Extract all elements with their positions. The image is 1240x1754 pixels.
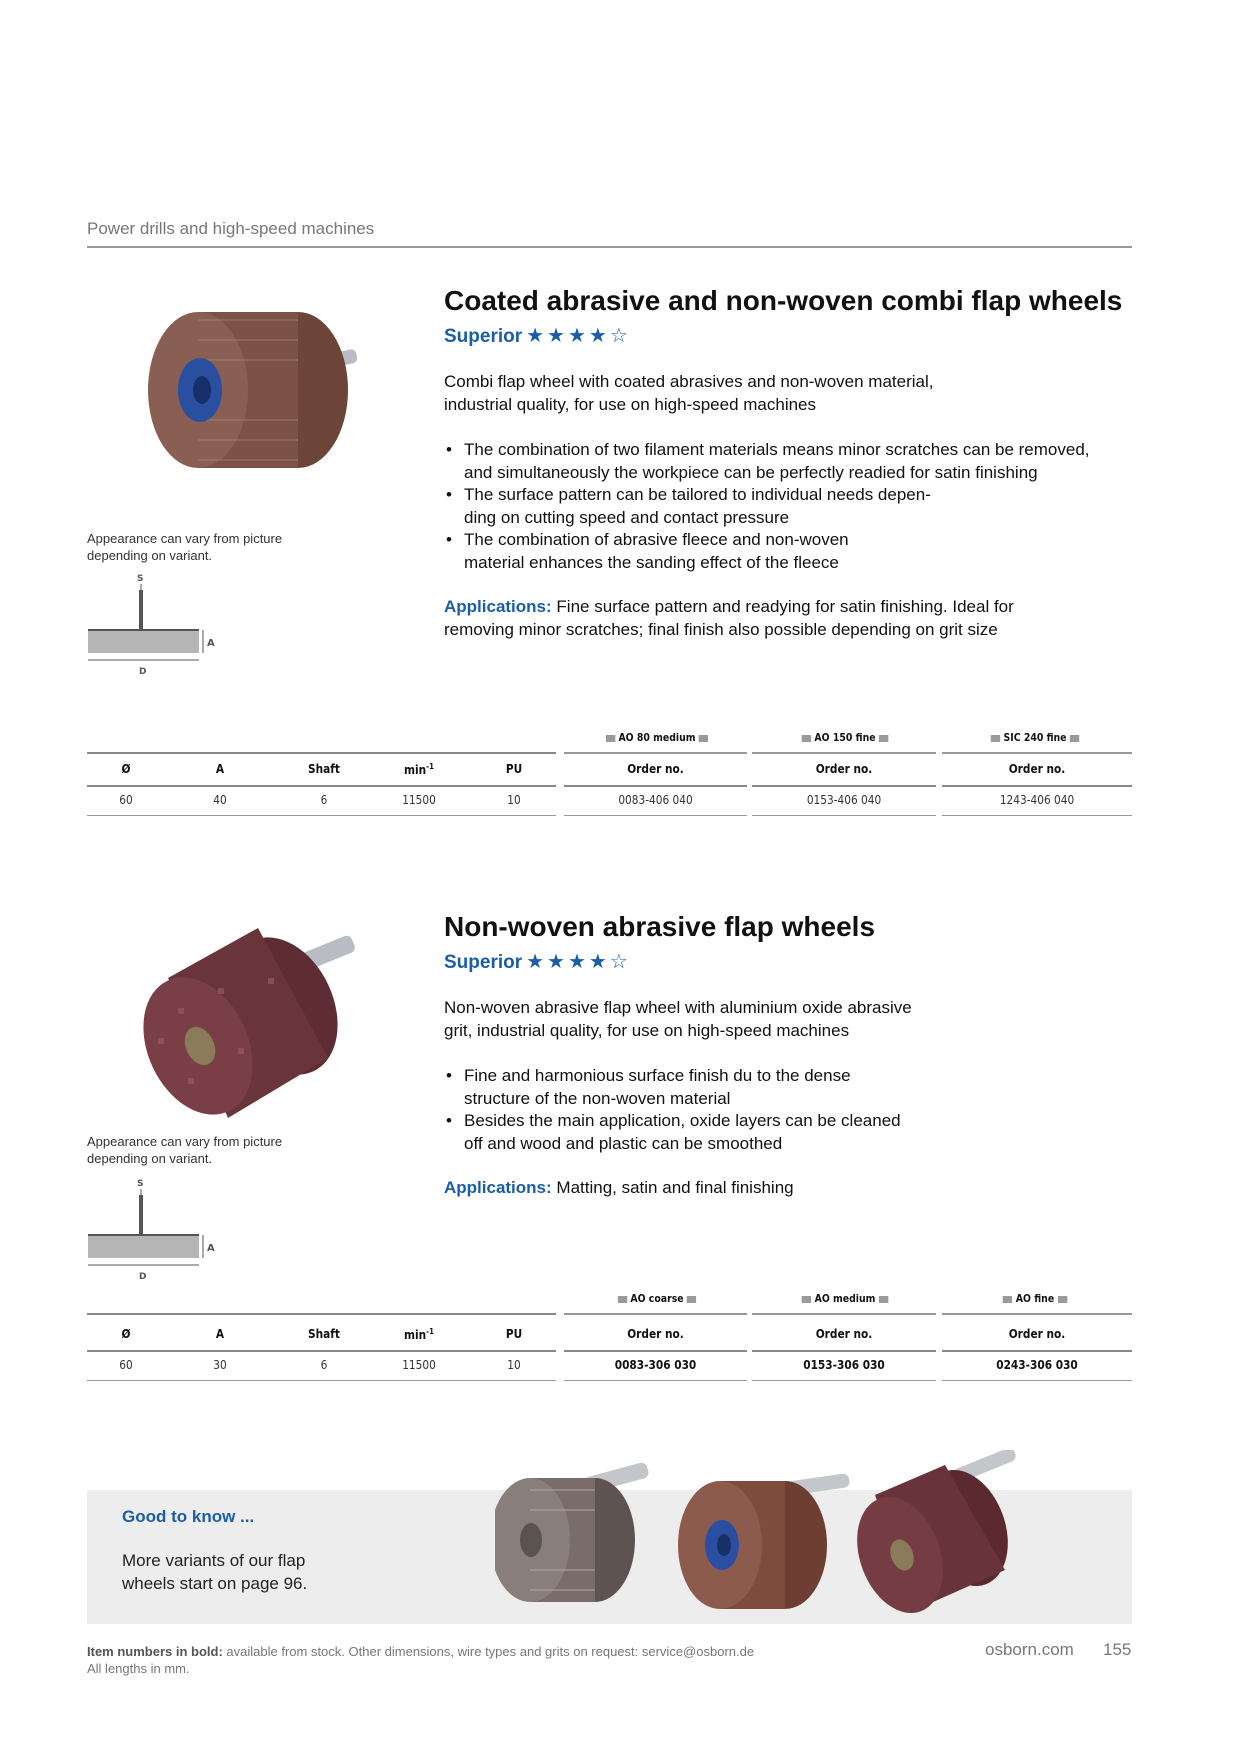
column-header: Order no. — [815, 1327, 873, 1341]
column-header: Order no. — [1008, 762, 1066, 776]
dimension-diagram: S A D — [87, 570, 227, 685]
product-image-non-woven-flap-wheel — [128, 918, 378, 1128]
list-item: Fine and harmonious surface finish du to… — [444, 1065, 901, 1110]
column-header: Order no. — [627, 762, 684, 776]
product-title: Coated abrasive and non-woven combi flap… — [444, 285, 1123, 316]
svg-text:D: D — [139, 1272, 146, 1282]
product-image-combi-flap-wheel — [128, 290, 378, 510]
quality-rating: Superior★★★★☆ — [444, 325, 631, 347]
dimension-diagram: S A D — [87, 1175, 227, 1290]
column-header: Shaft — [308, 762, 340, 776]
column-header: Shaft — [308, 1327, 340, 1341]
image-caption: Appearance can vary from picture dependi… — [87, 1134, 283, 1166]
variant-label: AO fine — [954, 1292, 1116, 1305]
svg-text:A: A — [207, 1243, 215, 1254]
quality-rating: Superior★★★★☆ — [444, 951, 631, 973]
header-divider — [87, 246, 1132, 248]
list-item: The surface pattern can be tailored to i… — [444, 484, 1090, 529]
column-header: PU — [505, 762, 523, 776]
variant-label: AO 80 medium — [576, 731, 738, 744]
star-rating-icon: ★★★★☆ — [526, 951, 631, 973]
variant-label: SIC 240 fine — [954, 731, 1116, 744]
product-title: Non-woven abrasive flap wheels — [444, 911, 876, 942]
column-header: Order no. — [627, 1327, 684, 1341]
column-header: min-1 — [404, 762, 434, 777]
list-item: Besides the main application, oxide laye… — [444, 1110, 901, 1155]
feature-list: The combination of two filament material… — [444, 439, 1090, 574]
star-rating-icon: ★★★★☆ — [526, 325, 631, 347]
column-header: A — [215, 762, 225, 776]
column-header: A — [215, 1327, 225, 1341]
svg-text:S: S — [137, 574, 143, 584]
product-description: Non-woven abrasive flap wheel with alumi… — [444, 998, 912, 1040]
column-header: PU — [505, 1327, 523, 1341]
column-header: Order no. — [815, 762, 873, 776]
list-item: The combination of abrasive fleece and n… — [444, 529, 1090, 574]
feature-list: Fine and harmonious surface finish du to… — [444, 1065, 901, 1155]
column-header: Ø — [121, 762, 131, 776]
column-header: Ø — [121, 1327, 131, 1341]
product-description: Combi flap wheel with coated abrasives a… — [444, 372, 934, 414]
flap-wheel-variants-image — [490, 1448, 1095, 1640]
page-number: 155 — [1103, 1640, 1132, 1659]
variant-label: AO coarse — [576, 1292, 738, 1305]
variant-label: AO 150 fine — [764, 731, 926, 744]
svg-text:D: D — [139, 667, 146, 677]
column-header: Order no. — [1008, 1327, 1066, 1341]
image-caption: Appearance can vary from picture dependi… — [87, 531, 283, 563]
applications-text: Applications: Fine surface pattern and r… — [444, 597, 1014, 639]
variant-label: AO medium — [764, 1292, 926, 1305]
svg-text:A: A — [207, 638, 215, 649]
svg-text:S: S — [137, 1179, 143, 1189]
list-item: The combination of two filament material… — [444, 439, 1090, 484]
footer-note: Item numbers in bold: available from sto… — [87, 1644, 755, 1676]
info-box-text: More variants of our flap wheels start o… — [122, 1551, 308, 1593]
column-header: min-1 — [404, 1327, 434, 1342]
section-header: Power drills and high-speed machines — [87, 219, 375, 238]
applications-text: Applications: Matting, satin and final f… — [444, 1178, 794, 1197]
website-link[interactable]: osborn.com — [985, 1640, 1074, 1659]
info-box-title: Good to know ... — [122, 1507, 255, 1526]
